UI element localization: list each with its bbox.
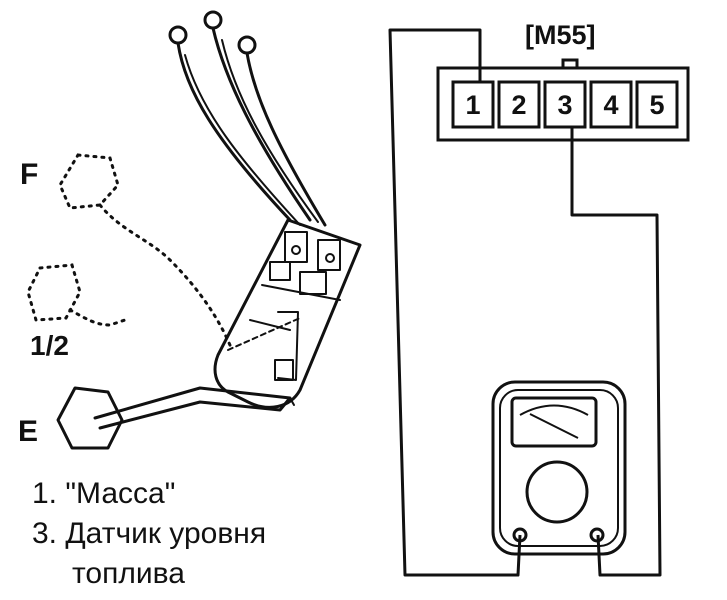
- float-e-position: [56, 386, 124, 450]
- pin-cell-3: [543, 80, 587, 129]
- wire-lead-3: [245, 51, 327, 227]
- float-label-f: F: [20, 158, 39, 191]
- legend-item-fuel-sensor-cont: топлива: [72, 557, 185, 590]
- lead-pin-3: [570, 127, 662, 577]
- lead-pin-1: [388, 28, 522, 577]
- wire-lead-1: [176, 41, 292, 222]
- pin-cell-2: [497, 80, 541, 129]
- float-label-e: E: [18, 415, 39, 448]
- pin-numbers: 1 2 3 4 5: [465, 90, 664, 120]
- connector-latch: [561, 58, 579, 70]
- float-positions: [26, 153, 234, 352]
- meter-scale: [519, 404, 589, 416]
- meter-needle: [529, 413, 579, 439]
- float-half-position: [26, 263, 82, 322]
- sender-body: [213, 218, 362, 409]
- wire-lead-2: [211, 26, 312, 222]
- float-arm-half: [68, 308, 127, 327]
- meter-terminal-left: [512, 527, 528, 543]
- meter-display: [510, 396, 598, 448]
- pin-cell-4: [589, 80, 633, 129]
- meter-body: [491, 380, 627, 556]
- wire-lug-2: [203, 10, 223, 30]
- legend-item-fuel-sensor: 3. Датчик уровня: [32, 517, 267, 550]
- pin-label-4: 4: [603, 90, 618, 120]
- float-f-position: [58, 153, 120, 210]
- meter-dial: [525, 460, 589, 524]
- connector-label: [M55]: [525, 20, 596, 50]
- pin-cell-1: [451, 80, 495, 129]
- legend-item-ground: 1. "Масса": [32, 477, 176, 510]
- pin-label-3: 3: [557, 90, 572, 120]
- pin-label-5: 5: [649, 90, 664, 120]
- pin-cell-5: [635, 80, 679, 129]
- fuel-level-sender: [56, 10, 362, 450]
- pin-label-1: 1: [465, 90, 480, 120]
- legend: 1. "Масса" 3. Датчик уровня топлива: [32, 474, 266, 594]
- test-leads: [388, 28, 662, 577]
- pin-label-2: 2: [511, 90, 526, 120]
- wire-lug-1: [168, 25, 188, 45]
- float-label-half: 1/2: [30, 330, 69, 361]
- ohmmeter: [491, 380, 627, 556]
- connector-m55: [436, 58, 690, 142]
- wire-lug-3: [237, 35, 257, 55]
- float-arm: [93, 386, 292, 430]
- float-arm-f: [98, 203, 234, 352]
- meter-body-inner: [499, 389, 619, 547]
- meter-terminal-right: [589, 527, 605, 543]
